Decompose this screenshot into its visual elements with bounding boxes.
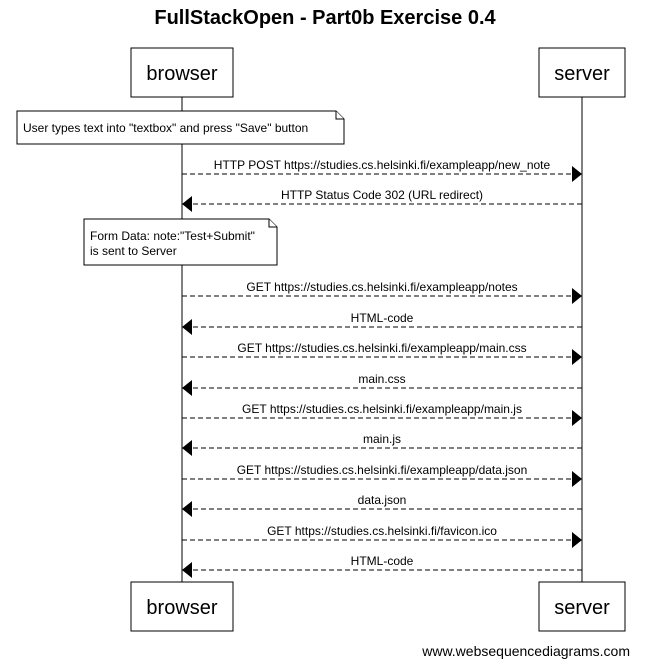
message-arrowhead xyxy=(182,440,192,456)
note-fold xyxy=(335,111,344,120)
participant-browser-label: browser xyxy=(146,597,217,619)
message-arrowhead xyxy=(572,349,582,365)
message: HTTP POST https://studies.cs.helsinki.fi… xyxy=(182,158,582,182)
participants-top: browser server xyxy=(130,47,626,98)
participant-browser-label: browser xyxy=(146,63,217,85)
note-text: is sent to Server xyxy=(90,244,177,258)
message-arrowhead xyxy=(182,501,192,517)
message: GET https://studies.cs.helsinki.fi/favic… xyxy=(182,524,582,548)
message: HTML-code xyxy=(182,311,582,335)
message-label: GET https://studies.cs.helsinki.fi/examp… xyxy=(237,341,526,355)
message-arrowhead xyxy=(182,380,192,396)
message: HTTP Status Code 302 (URL redirect) xyxy=(182,188,582,212)
footer-watermark: www.websequencediagrams.com xyxy=(421,643,630,659)
note: Form Data: note:"Test+Submit"is sent to … xyxy=(83,218,278,266)
note-text: Form Data: note:"Test+Submit" xyxy=(90,229,255,243)
message-label: GET https://studies.cs.helsinki.fi/favic… xyxy=(267,524,497,538)
steps: User types text into "textbox" and press… xyxy=(16,110,582,578)
message-arrowhead xyxy=(182,319,192,335)
message: GET https://studies.cs.helsinki.fi/examp… xyxy=(182,463,582,487)
lifelines xyxy=(181,97,583,582)
message-arrowhead xyxy=(572,166,582,182)
message-arrowhead xyxy=(182,562,192,578)
message-arrowhead xyxy=(182,196,192,212)
message-label: data.json xyxy=(358,493,407,507)
message-label: main.css xyxy=(358,372,405,386)
message-label: GET https://studies.cs.helsinki.fi/examp… xyxy=(237,463,528,477)
message-label: HTML-code xyxy=(351,311,414,325)
participants-bottom: browser server xyxy=(130,581,626,632)
message-arrowhead xyxy=(572,532,582,548)
participant-server-top: server xyxy=(538,47,626,98)
message-label: HTTP Status Code 302 (URL redirect) xyxy=(281,188,483,202)
note: User types text into "textbox" and press… xyxy=(16,110,345,145)
note-fold xyxy=(268,219,277,228)
message: GET https://studies.cs.helsinki.fi/examp… xyxy=(182,402,582,426)
message: GET https://studies.cs.helsinki.fi/examp… xyxy=(182,280,582,304)
message: HTML-code xyxy=(182,554,582,578)
message-label: HTTP POST https://studies.cs.helsinki.fi… xyxy=(214,158,551,172)
note-text: User types text into "textbox" and press… xyxy=(23,121,308,135)
message-label: GET https://studies.cs.helsinki.fi/examp… xyxy=(246,280,517,294)
message-arrowhead xyxy=(572,471,582,487)
note-box xyxy=(83,218,278,266)
message-label: main.js xyxy=(363,432,401,446)
participant-browser-top: browser xyxy=(130,47,234,98)
participant-server-label: server xyxy=(554,63,610,85)
participant-browser-bottom: browser xyxy=(130,581,234,632)
message: GET https://studies.cs.helsinki.fi/examp… xyxy=(182,341,582,365)
message: main.js xyxy=(182,432,582,456)
message-arrowhead xyxy=(572,288,582,304)
message: data.json xyxy=(182,493,582,517)
message-label: HTML-code xyxy=(351,554,414,568)
message: main.css xyxy=(182,372,582,396)
note-box xyxy=(16,110,345,145)
message-label: GET https://studies.cs.helsinki.fi/examp… xyxy=(242,402,522,416)
diagram-title: FullStackOpen - Part0b Exercise 0.4 xyxy=(154,7,496,29)
participant-server-label: server xyxy=(554,597,610,619)
message-arrowhead xyxy=(572,410,582,426)
participant-server-bottom: server xyxy=(538,581,626,632)
